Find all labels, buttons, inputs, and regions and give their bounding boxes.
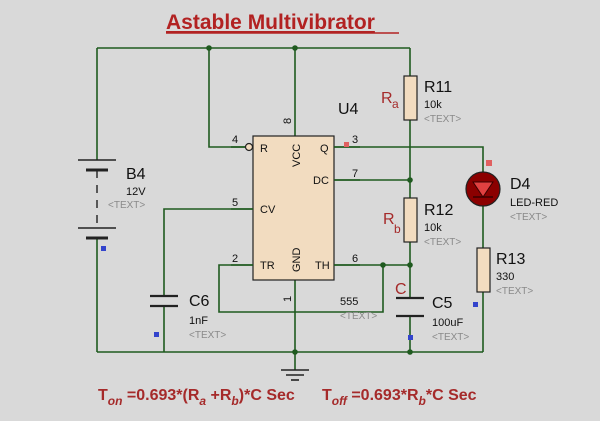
wire-output	[334, 146, 484, 172]
pin-number-7: 7	[352, 168, 358, 180]
battery-text-tag: <TEXT>	[108, 200, 145, 211]
r12-ref: R12	[424, 202, 453, 219]
ic-555[interactable]: R VCC Q DC CV TR GND TH 4 8 3 7 5 2 6 1 …	[231, 101, 377, 322]
r12-value: 10k	[424, 222, 442, 234]
junction-dot	[292, 349, 298, 355]
resistor-body[interactable]	[476, 247, 491, 293]
pin-number-6: 6	[352, 253, 358, 265]
r11-ref: R11	[424, 79, 452, 96]
resistor-body[interactable]	[403, 75, 418, 121]
timing-formula: Ton =0.693*(Ra +Rb)*C Sec Toff =0.693*Rb…	[98, 387, 477, 408]
pin-number-5: 5	[232, 197, 238, 209]
ic-part: 555	[340, 296, 358, 308]
pin-name-gnd: GND	[291, 248, 303, 273]
reset-inversion-bubble	[244, 142, 254, 152]
r12-text-tag: <TEXT>	[424, 237, 461, 248]
d4-ref: D4	[510, 176, 531, 193]
junction-dot	[206, 45, 212, 51]
c6-text-tag: <TEXT>	[189, 330, 226, 341]
junction-dot	[407, 262, 413, 268]
pin-number-8: 8	[282, 118, 294, 124]
junction-dot	[292, 45, 298, 51]
d4-text-tag: <TEXT>	[510, 212, 547, 223]
wire-trigger	[218, 264, 384, 313]
c6-value: 1nF	[189, 315, 208, 327]
pin-number-1: 1	[282, 296, 294, 302]
resistor-r12[interactable]: R12 10k <TEXT> R b	[383, 197, 461, 248]
r11-text-tag: <TEXT>	[424, 114, 461, 125]
formula-t-off: Toff =0.693*Rb*C Sec	[322, 387, 477, 408]
capacitor-c6[interactable]: C6 1nF <TEXT>	[150, 293, 226, 341]
junctions	[206, 45, 413, 355]
formula-t-on: Ton =0.693*(Ra +Rb)*C Sec	[98, 387, 295, 408]
pin-name-q: Q	[320, 143, 329, 155]
r13-text-tag: <TEXT>	[496, 286, 533, 297]
resistor-body[interactable]	[403, 197, 418, 243]
ra-alias: R	[381, 90, 393, 107]
pin-name-th: TH	[315, 260, 330, 272]
battery-value: 12V	[126, 186, 146, 198]
pin-name-cv: CV	[260, 204, 276, 216]
battery-b4[interactable]: B4 12V <TEXT>	[78, 159, 146, 251]
ic-text-tag: <TEXT>	[340, 311, 377, 322]
probe-marker	[473, 302, 478, 307]
d4-value: LED-RED	[510, 197, 558, 209]
c5-value: 100uF	[432, 317, 463, 329]
wire-control	[163, 208, 253, 296]
pin-number-2: 2	[232, 253, 238, 265]
capacitor-c5[interactable]: C5 100uF <TEXT> C	[395, 281, 469, 343]
battery-ref: B4	[126, 166, 146, 183]
probe-marker	[154, 332, 159, 337]
probe-marker	[408, 335, 413, 340]
c-alias: C	[395, 281, 407, 298]
pin-name-tr: TR	[260, 260, 275, 272]
pin-name-reset: R	[260, 143, 268, 155]
led-probe-marker	[486, 160, 492, 166]
pin-name-dc: DC	[313, 175, 329, 187]
junction-dot	[380, 262, 386, 268]
r13-value: 330	[496, 271, 514, 283]
led-d4[interactable]: D4 LED-RED <TEXT>	[465, 160, 558, 223]
output-probe-marker	[344, 142, 349, 147]
r13-ref: R13	[496, 251, 525, 268]
junction-dot	[407, 177, 413, 183]
c5-ref: C5	[432, 295, 453, 312]
rb-alias-sub: b	[394, 222, 401, 236]
ic-body[interactable]	[252, 135, 335, 281]
pin-number-4: 4	[232, 134, 238, 146]
led-diode-triangle	[472, 181, 494, 198]
pin-number-3: 3	[352, 134, 358, 146]
diagram-title: Astable Multivibrator	[166, 11, 375, 34]
r11-value: 10k	[424, 99, 442, 111]
rb-alias: R	[383, 211, 395, 228]
wire-reset	[208, 48, 245, 148]
ground-symbol	[281, 369, 309, 381]
ra-alias-sub: a	[392, 97, 399, 111]
c6-ref: C6	[189, 293, 210, 310]
resistor-r11[interactable]: R11 10k <TEXT> R a	[381, 75, 461, 125]
resistor-r13[interactable]: R13 330 <TEXT>	[473, 247, 533, 307]
junction-dot	[407, 349, 413, 355]
ic-ref: U4	[338, 101, 359, 118]
c5-text-tag: <TEXT>	[432, 332, 469, 343]
pin-name-vcc: VCC	[291, 144, 303, 167]
probe-marker	[101, 246, 106, 251]
